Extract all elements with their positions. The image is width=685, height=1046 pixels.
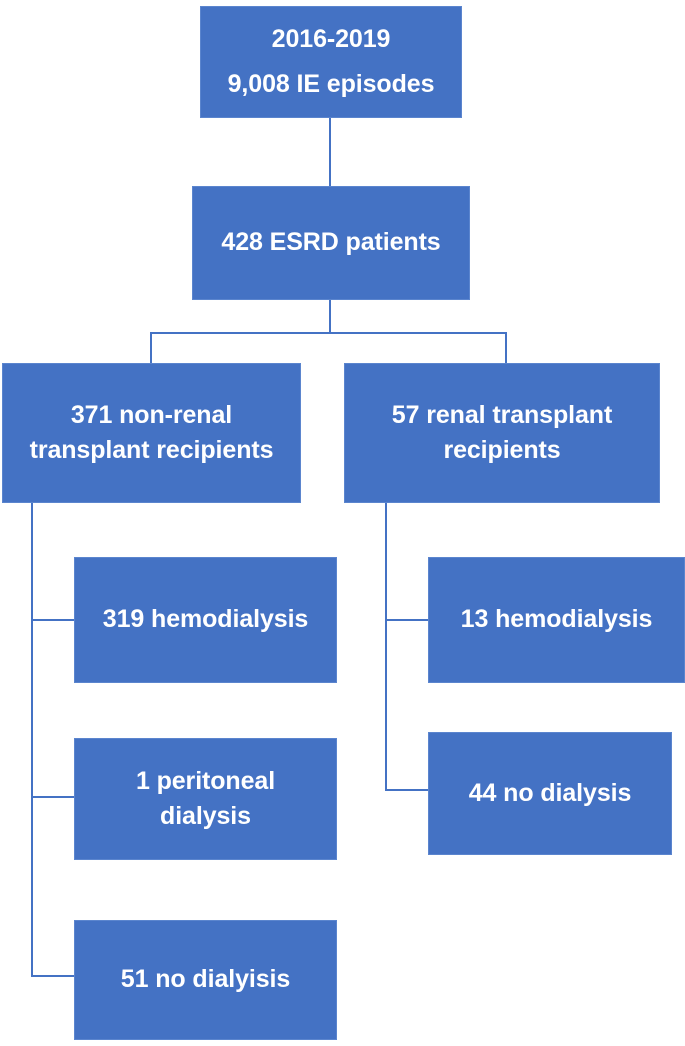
node-non-renal-hemodialysis-label: 319 hemodialysis (102, 605, 309, 634)
node-non-renal-peritoneal-line2: dialysis (160, 802, 251, 830)
node-non-renal-peritoneal-line1: 1 peritoneal (135, 766, 276, 795)
node-non-renal-line2: transplant recipients (29, 436, 274, 464)
connector-fork-to-renal (505, 332, 507, 364)
connector-non-renal-to-hemodialysis (31, 619, 75, 621)
node-renal-hemodialysis: 13 hemodialysis (428, 557, 685, 683)
connector-renal-to-hemodialysis (385, 619, 429, 621)
node-non-renal-hemodialysis: 319 hemodialysis (74, 557, 337, 683)
node-non-renal-line1: 371 non-renal (70, 400, 233, 429)
node-study-cohort-episodes: 9,008 IE episodes (227, 69, 435, 98)
node-renal-no-dialysis: 44 no dialysis (428, 732, 672, 855)
node-study-cohort-period: 2016-2019 (271, 25, 391, 53)
node-non-renal-transplant-recipients: 371 non-renal transplant recipients (2, 363, 301, 503)
connector-non-renal-to-peritoneal-dialysis (31, 796, 75, 798)
node-renal-transplant-recipients: 57 renal transplant recipients (344, 363, 660, 503)
connector-renal-spine (385, 503, 387, 791)
node-renal-hemodialysis-label: 13 hemodialysis (460, 605, 653, 634)
node-non-renal-no-dialysis-label: 51 no dialyisis (120, 965, 291, 994)
node-renal-no-dialysis-label: 44 no dialysis (468, 778, 632, 807)
connector-esrd-to-fork (329, 300, 331, 334)
node-non-renal-no-dialysis: 51 no dialyisis (74, 920, 337, 1040)
node-non-renal-peritoneal-dialysis: 1 peritoneal dialysis (74, 738, 337, 860)
node-renal-line1: 57 renal transplant (391, 400, 613, 429)
connector-non-renal-to-no-dialysis (31, 975, 75, 977)
node-renal-line2: recipients (443, 436, 561, 464)
node-esrd-patients-label: 428 ESRD patients (221, 228, 441, 257)
connector-renal-to-no-dialysis (385, 789, 429, 791)
connector-non-renal-spine (31, 503, 33, 977)
node-study-cohort: 2016-2019 9,008 IE episodes (200, 6, 462, 118)
connector-fork-to-non-renal (150, 332, 152, 364)
node-esrd-patients: 428 ESRD patients (192, 186, 470, 300)
connector-fork-horizontal-bar (150, 332, 507, 334)
connector-root-to-esrd (329, 118, 331, 186)
